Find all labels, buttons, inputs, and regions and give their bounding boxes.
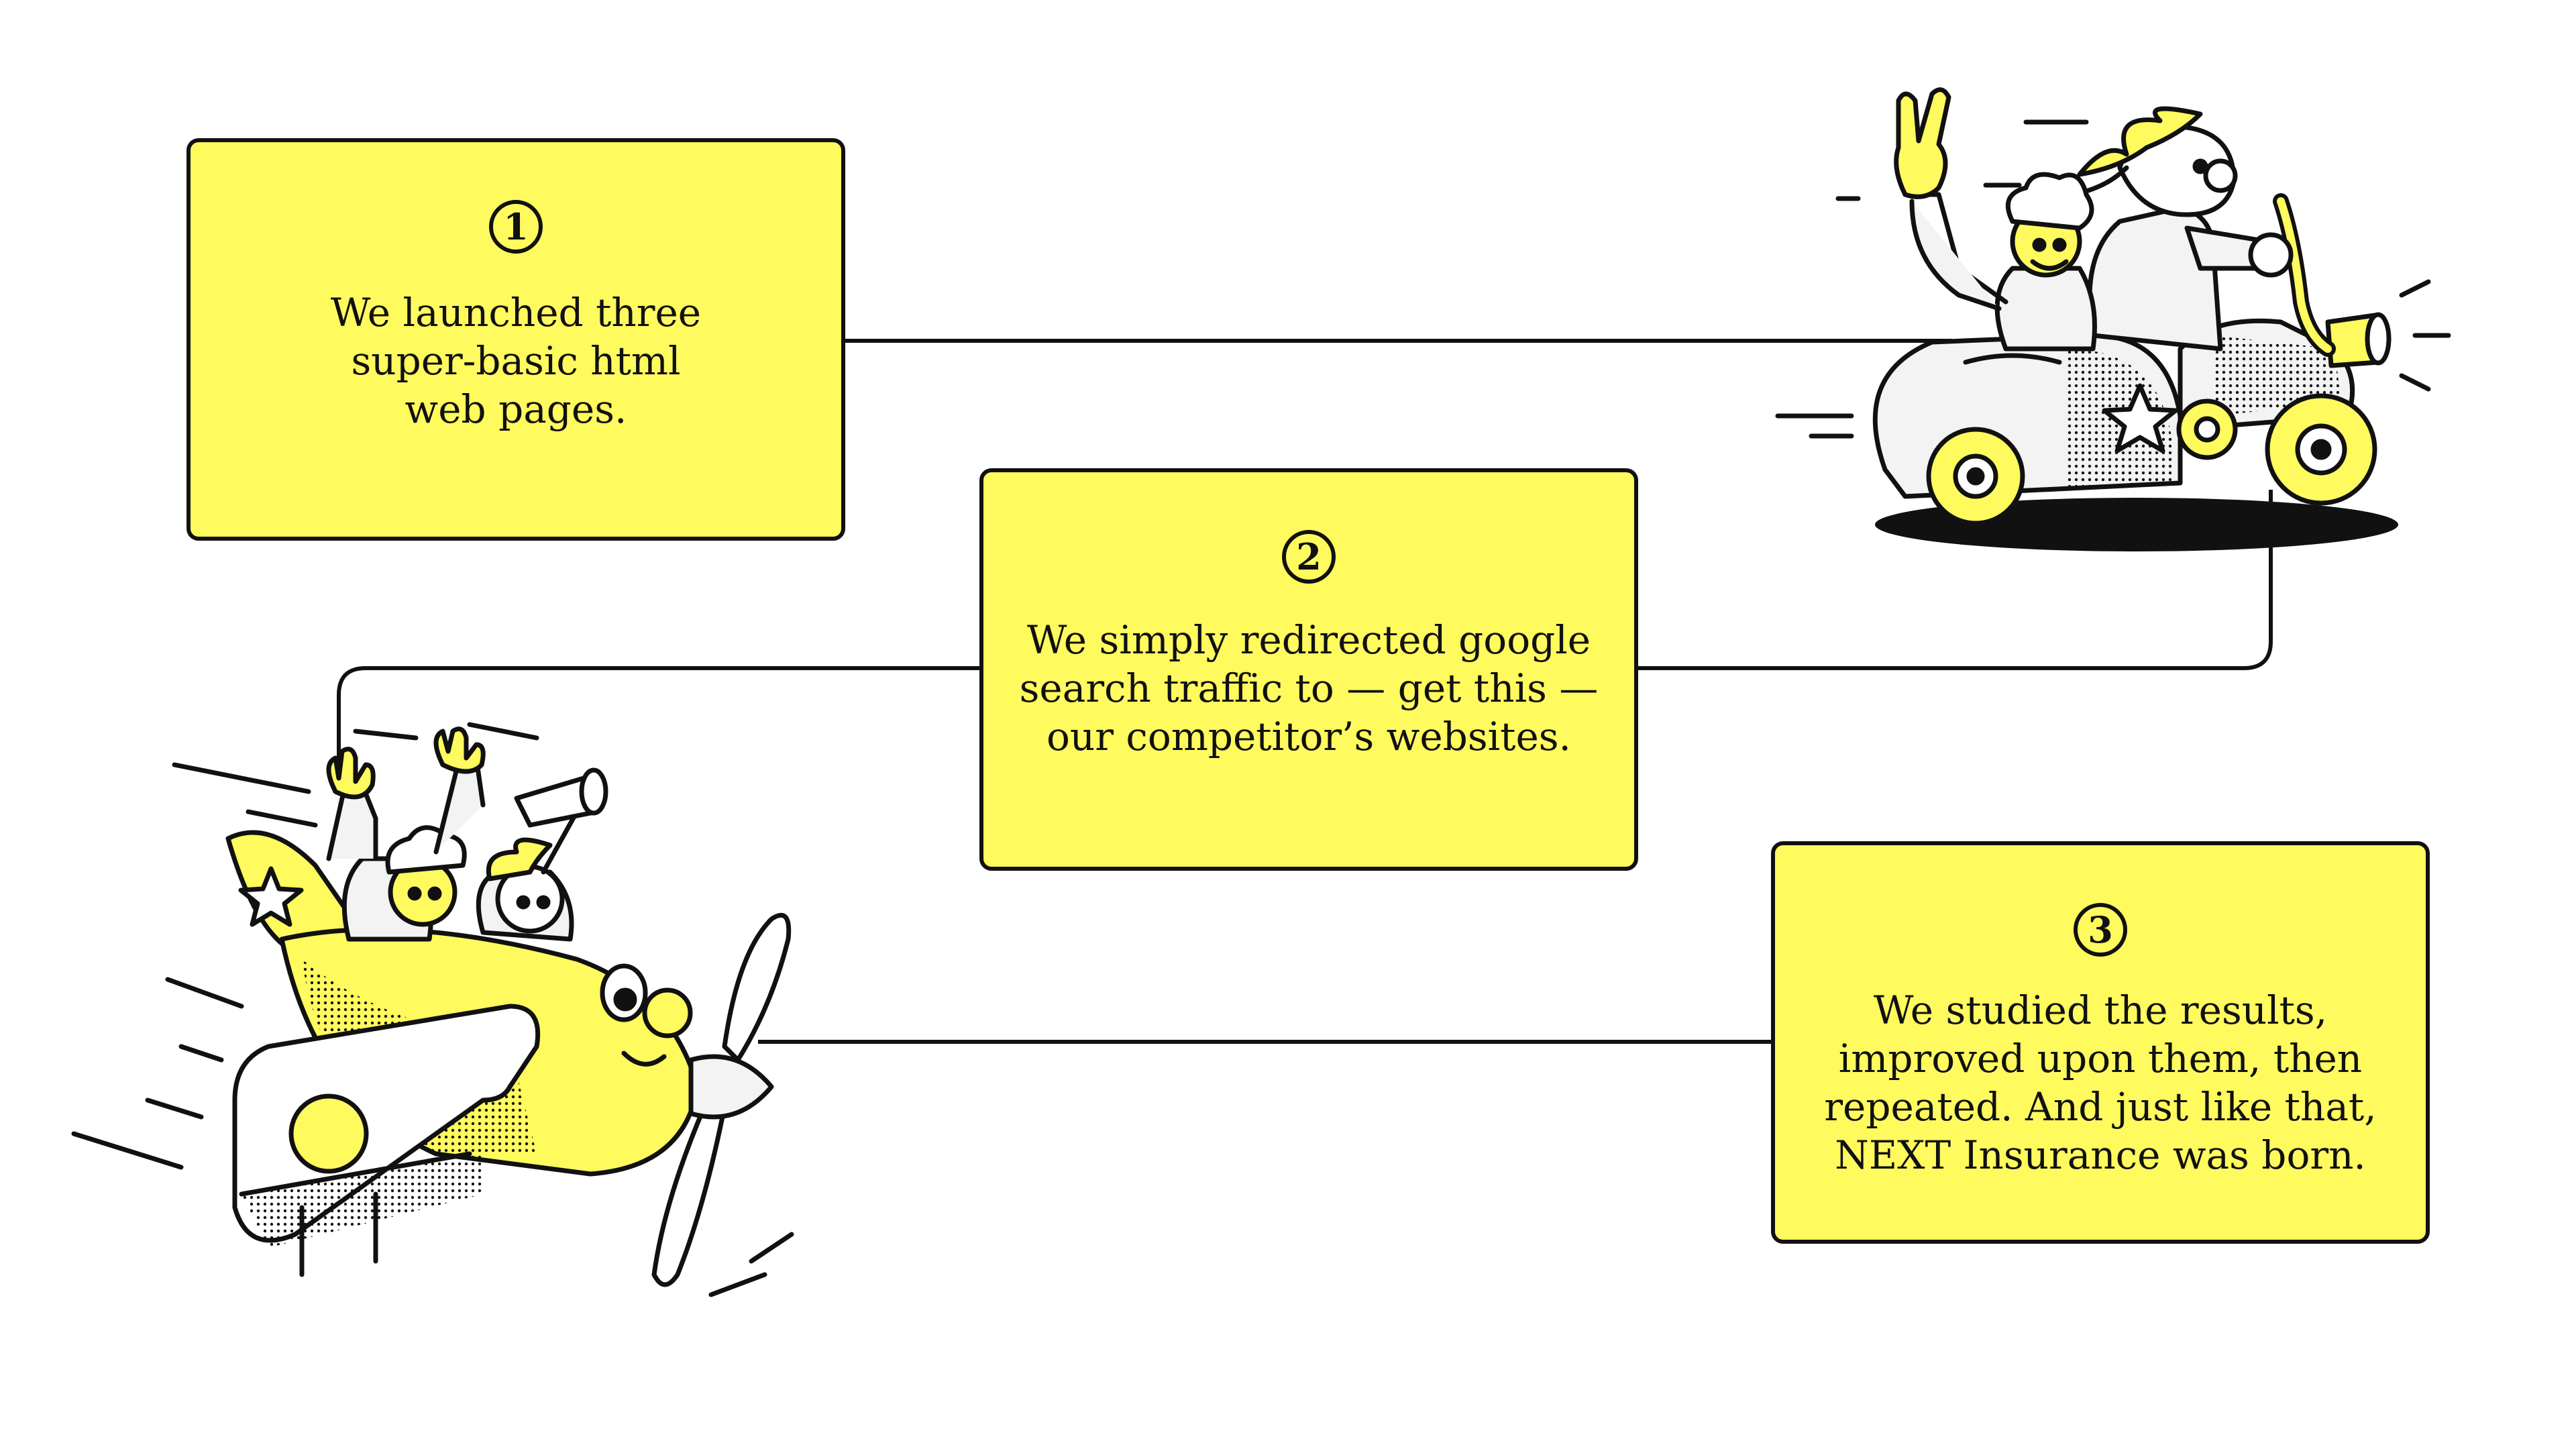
connector-line-2-plane	[337, 666, 979, 785]
step-description: We simply redirected google search traff…	[1019, 617, 1599, 759]
step-description: We studied the results, improved upon th…	[1824, 987, 2377, 1178]
step-number-badge: 1	[489, 200, 543, 254]
biplane-illustration	[71, 722, 794, 1297]
motorcycle-sidecar-illustration	[1775, 87, 2451, 551]
step-box-2: 2 We simply redirected google search tra…	[979, 468, 1638, 871]
connector-line-2-motorcycle	[1638, 490, 2273, 670]
step-box-1: 1 We launched three super-basic html web…	[186, 138, 845, 541]
step-number-badge: 3	[2074, 903, 2127, 957]
step-number-badge: 2	[1282, 530, 1336, 584]
step-box-3: 3 We studied the results, improved upon …	[1771, 841, 2430, 1244]
step-description: We launched three super-basic html web p…	[330, 290, 702, 432]
